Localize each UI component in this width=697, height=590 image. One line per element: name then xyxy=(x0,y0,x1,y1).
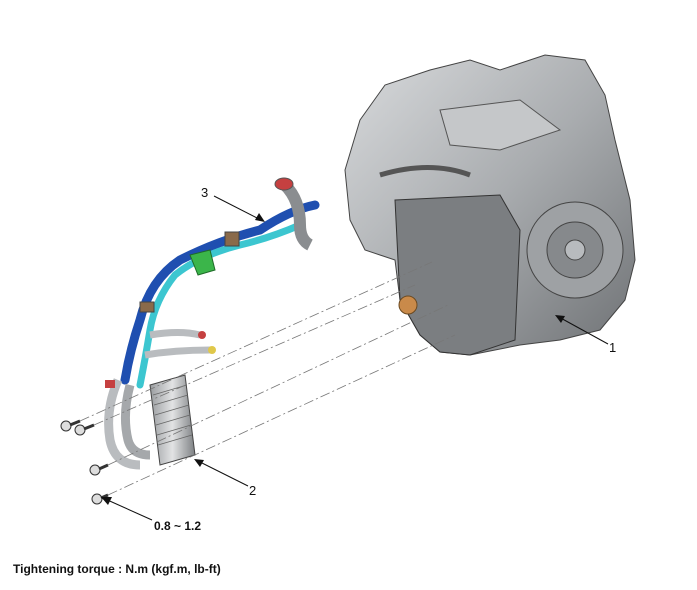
callout-2: 2 xyxy=(249,483,256,498)
bolt-icon xyxy=(91,493,109,505)
arrowheads xyxy=(101,213,565,505)
oil-cooler xyxy=(149,374,196,466)
torque-caption: Tightening torque : N.m (kgf.m, lb-ft) xyxy=(13,562,221,576)
callout-3: 3 xyxy=(201,185,208,200)
transmission-assembly xyxy=(344,54,636,356)
cooler-hose xyxy=(104,177,320,470)
alignment-lines xyxy=(79,261,456,496)
callout-1: 1 xyxy=(609,340,616,355)
bolt-icon xyxy=(74,423,95,436)
bolt-icon xyxy=(89,463,109,476)
torque-value: 0.8 ~ 1.2 xyxy=(154,519,201,533)
bolt-icon xyxy=(60,419,81,432)
leader-lines xyxy=(102,195,609,521)
bolts xyxy=(60,419,109,505)
